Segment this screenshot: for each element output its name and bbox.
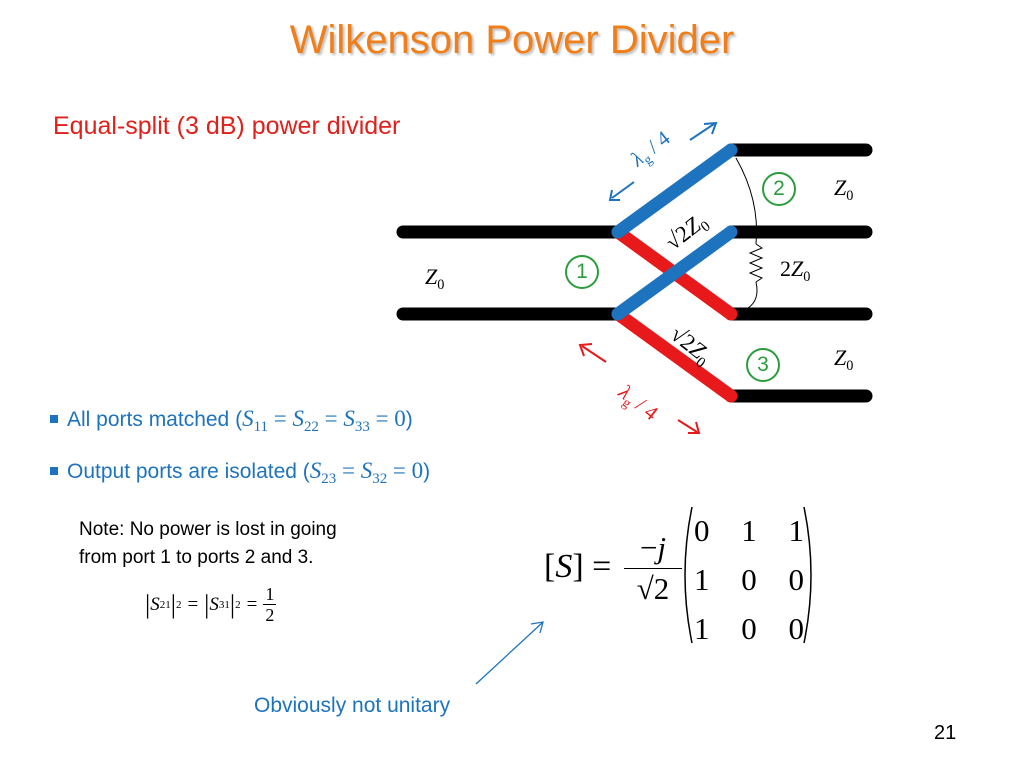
bullet-square-icon	[50, 467, 58, 475]
matrix-cell: 1	[788, 513, 805, 548]
resistor-icon	[748, 243, 764, 283]
bullet-ports-isolated: Output ports are isolated ( S23 = S32 = …	[50, 458, 430, 488]
matrix-cell: 0	[741, 611, 757, 646]
matrix-body: 0 1 1 1 0 0 1 0 0	[694, 506, 804, 653]
lambda-arrow-blue-left	[611, 181, 635, 199]
resistor-lead-top	[735, 157, 758, 245]
matrix-row-1: 0 1 1	[694, 506, 804, 555]
matrix-row-3: 1 0 0	[694, 604, 804, 653]
note-line-1: Note: No power is lost in going	[79, 519, 337, 540]
matrix-cell: 0	[788, 611, 805, 646]
bullet-square-icon	[50, 415, 58, 423]
port-2-marker: 2	[762, 172, 796, 206]
subtitle: Equal-split (3 dB) power divider	[53, 112, 401, 140]
matrix-prefactor: −j √2	[624, 530, 682, 607]
resistor-lead-bottom	[747, 281, 758, 309]
matrix-cell: 1	[694, 562, 710, 597]
z0-port3-label: Z0	[834, 345, 854, 374]
bullet-close-paren-1: )	[405, 408, 413, 431]
resistor-label: 2Z0	[780, 256, 811, 285]
page-title: Wilkenson Power Divider	[289, 18, 735, 62]
bullet-ports-matched: All ports matched ( S11 = S22 = S33 = 0 …	[50, 406, 413, 436]
bullet-isolated-text: Output ports are isolated (	[67, 460, 310, 483]
matched-equation: S11 = S22 = S33 = 0	[242, 406, 406, 436]
bullet-matched-text: All ports matched (	[67, 408, 243, 431]
lambda-arrow-blue-right	[689, 123, 715, 141]
not-unitary-annotation: Obviously not unitary	[254, 694, 451, 717]
annotation-arrow	[475, 622, 543, 685]
matrix-cell: 1	[741, 513, 757, 548]
blue-branch-lower	[611, 225, 738, 321]
matrix-parentheses	[684, 506, 812, 644]
bullet-close-paren-2: )	[423, 460, 431, 483]
z0-input-label: Z0	[425, 264, 445, 293]
matrix-row-2: 1 0 0	[694, 555, 804, 604]
page-number: 21	[934, 722, 957, 744]
matrix-cell: 0	[741, 562, 757, 597]
blue-branch-upper	[611, 143, 738, 239]
red-branch-lower	[611, 307, 738, 403]
note-line-2: from port 1 to ports 2 and 3.	[79, 547, 314, 568]
matrix-cell: 0	[694, 513, 710, 548]
matrix-cell: 1	[694, 611, 710, 646]
s-matrix: [S] = −j √2 0 1 1 1 0 0 1 0 0	[544, 500, 834, 650]
note-text: Note: No power is lost in going from por…	[79, 516, 337, 572]
port-3-marker: 3	[746, 348, 780, 382]
isolated-equation: S23 = S32 = 0	[309, 458, 424, 488]
port-1-marker: 1	[565, 255, 599, 289]
lambda-arrow-red-right	[677, 419, 698, 433]
lambda-arrow-red-left	[581, 345, 607, 363]
matrix-lhs: [S] =	[544, 548, 612, 585]
matrix-cell: 0	[788, 562, 805, 597]
z0-port2-label: Z0	[834, 175, 854, 204]
